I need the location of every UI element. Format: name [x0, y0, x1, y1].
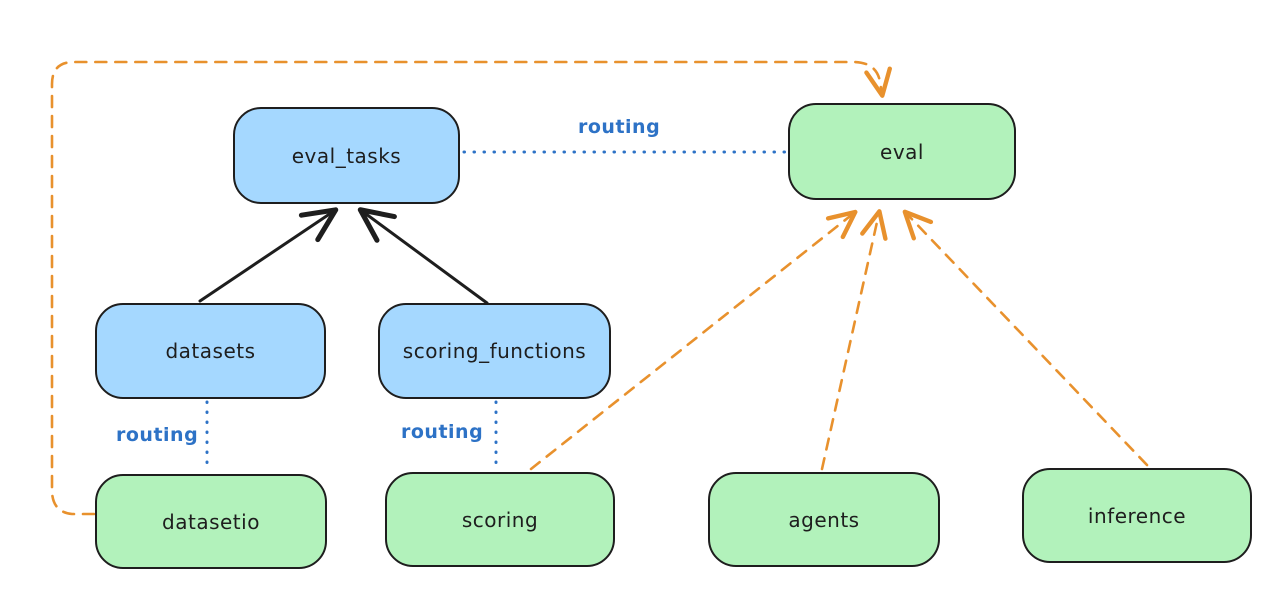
edge-scoring_functions-to-eval_tasks — [357, 207, 489, 305]
node-eval-tasks-label: eval_tasks — [291, 143, 402, 168]
node-scoring: scoring — [385, 472, 615, 567]
node-inference-label: inference — [1087, 503, 1187, 528]
node-scoring-label: scoring — [461, 507, 539, 532]
node-eval: eval — [788, 103, 1016, 200]
edge-label-routing-eval_tasks-eval: routing — [578, 116, 661, 138]
node-eval-tasks: eval_tasks — [233, 107, 460, 204]
node-scoring-functions: scoring_functions — [378, 303, 611, 399]
node-agents: agents — [708, 472, 940, 567]
node-agents-label: agents — [788, 507, 860, 532]
node-eval-label: eval — [880, 139, 924, 164]
node-datasets: datasets — [95, 303, 326, 399]
node-scoring-functions-label: scoring_functions — [402, 339, 587, 363]
edge-scoring-to-eval — [529, 209, 858, 471]
edge-datasetio-to-eval — [50, 60, 892, 516]
edge-agents-to-eval — [820, 209, 888, 471]
node-datasetio-label: datasetio — [162, 509, 260, 534]
node-datasets-label: datasets — [165, 339, 256, 363]
node-datasetio: datasetio — [95, 474, 327, 569]
edge-label-routing-scoring_functions-scoring: routing — [401, 421, 484, 443]
edge-label-routing-datasets-datasetio: routing — [116, 424, 199, 446]
node-inference: inference — [1022, 468, 1252, 563]
edge-inference-to-eval — [902, 209, 1149, 467]
edge-datasets-to-eval_tasks — [198, 207, 339, 303]
